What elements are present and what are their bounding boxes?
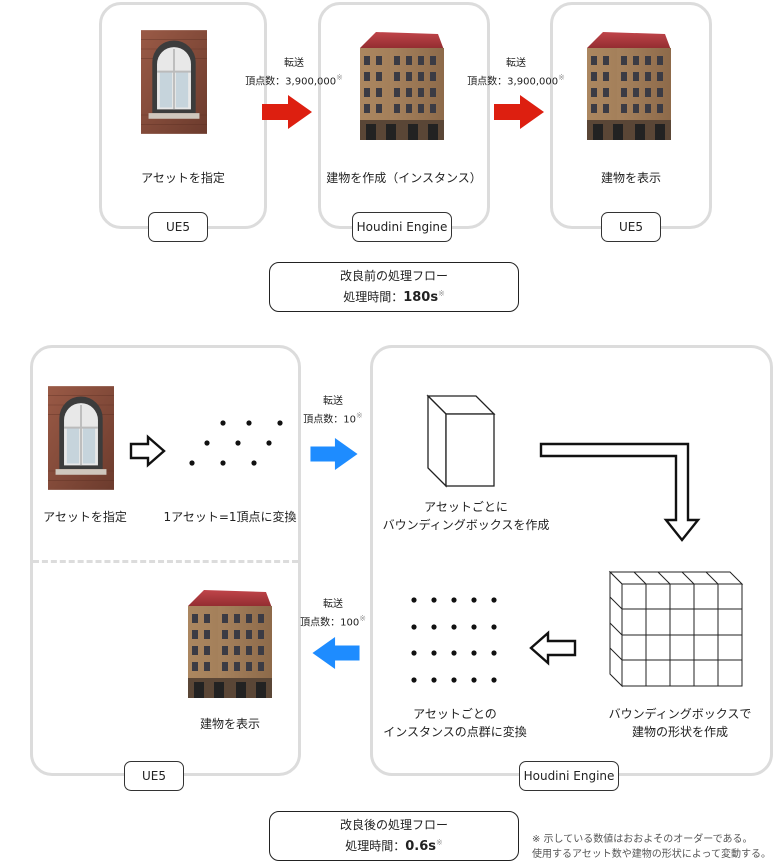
transfer-label: 転送 頂点数：100※ [300, 599, 366, 629]
bbox-label: アセットごとに バウンディングボックスを作成 [382, 500, 550, 532]
building-icon [188, 590, 272, 698]
arrow-right-icon [310, 438, 358, 470]
arrow-right-icon [494, 95, 544, 129]
transfer-label: 転送 頂点数：3,900,000※ [467, 58, 565, 88]
step-label-create-building: 建物を作成（インスタンス） [326, 171, 482, 185]
arrow-right-icon [129, 434, 166, 468]
platform-tag-ue5: UE5 [601, 212, 661, 242]
box-3d-icon [426, 394, 496, 488]
step-label-asset: アセットを指定 [141, 171, 225, 185]
point-grid-icon [411, 597, 497, 683]
transfer-label: 転送 頂点数：3,900,000※ [245, 58, 343, 88]
footnote: ※ 示している数値はおおよそのオーダーである。 使用するアセット数や建物の形状に… [532, 834, 771, 860]
arrow-left-icon [529, 630, 577, 666]
platform-tag-ue5: UE5 [124, 761, 184, 791]
step-label-show-building: 建物を表示 [600, 171, 661, 185]
summary-before: 改良前の処理フロー 処理時間：180s※ [269, 262, 519, 312]
shape-label: バウンディングボックスで 建物の形状を作成 [608, 707, 752, 739]
points-label: 1アセット=1頂点に変換 [163, 510, 297, 524]
transfer-label: 転送 頂点数：10※ [303, 396, 363, 426]
platform-tag-ue5: UE5 [148, 212, 208, 242]
window-asset-icon [141, 29, 207, 135]
panel-divider [33, 560, 298, 563]
voxel-grid-icon [608, 570, 744, 688]
window-asset-icon [48, 385, 114, 491]
asset-label: アセットを指定 [43, 510, 127, 524]
building-icon [587, 32, 671, 140]
building-icon [360, 32, 444, 140]
arrow-left-icon [312, 637, 360, 669]
instance-label: アセットごとの インスタンスの点群に変換 [383, 707, 527, 739]
platform-tag-houdini: Houdini Engine [519, 761, 619, 791]
summary-after: 改良後の処理フロー 処理時間：0.6s※ [269, 811, 519, 861]
arrow-right-icon [262, 95, 312, 129]
bent-arrow-icon [539, 442, 701, 542]
platform-tag-houdini: Houdini Engine [352, 212, 452, 242]
point-cloud-icon [189, 420, 283, 466]
building-label: 建物を表示 [199, 717, 260, 731]
